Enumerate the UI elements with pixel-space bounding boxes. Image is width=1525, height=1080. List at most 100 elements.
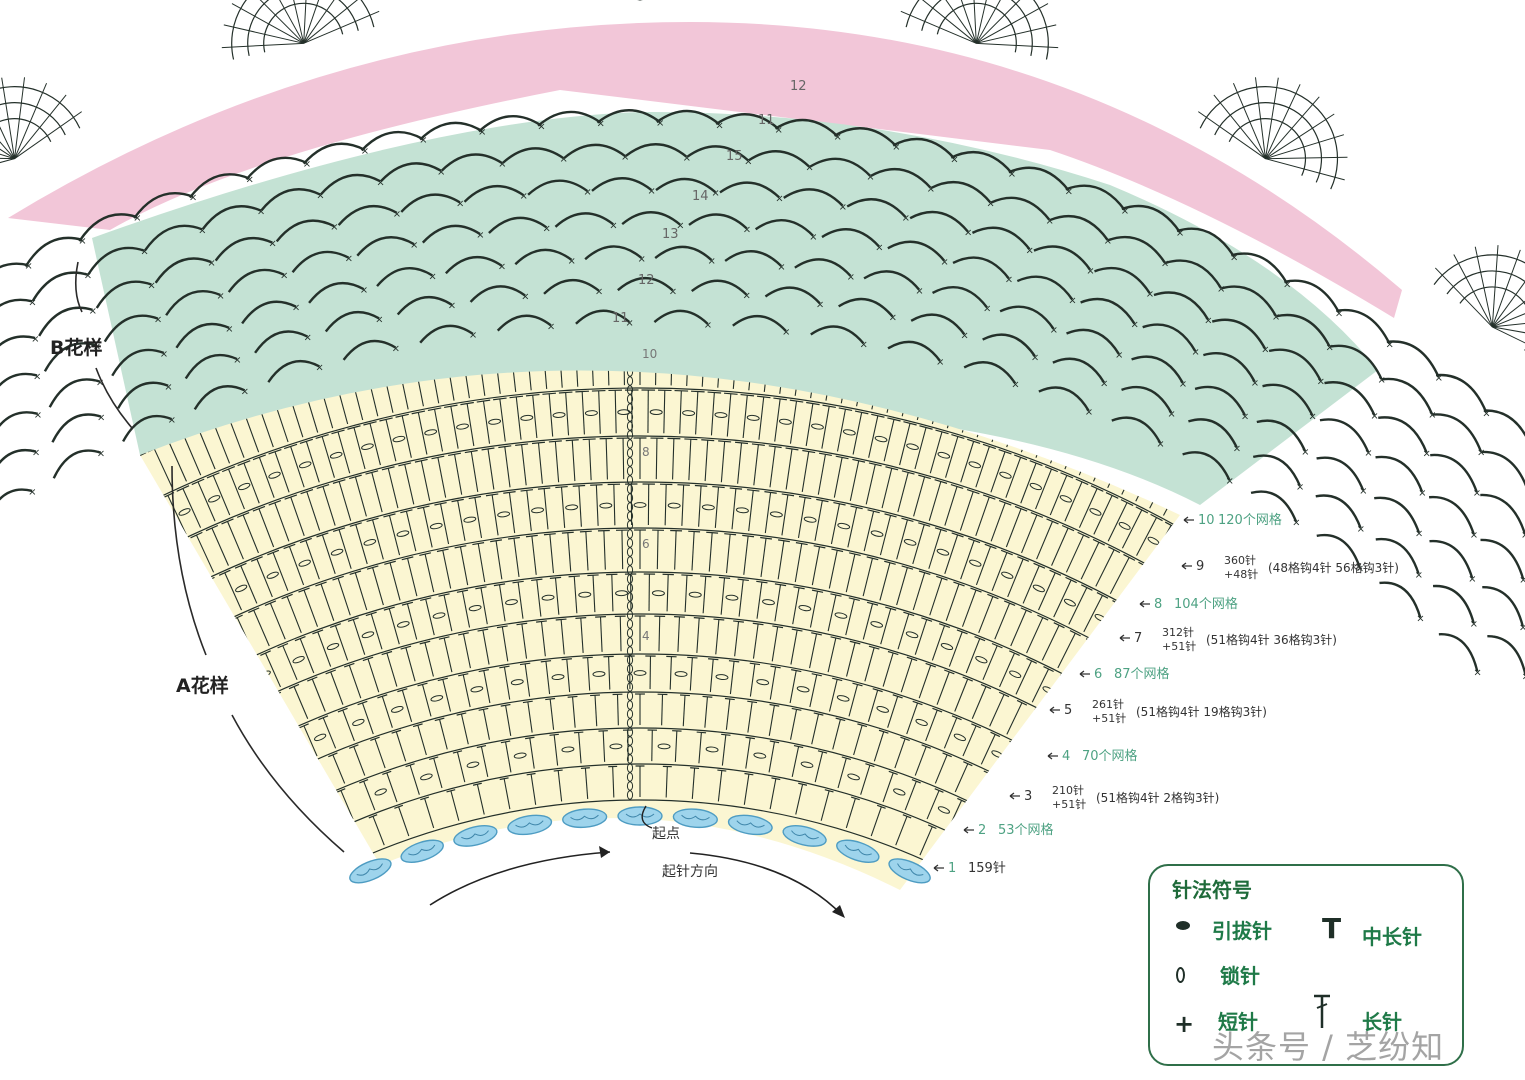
svg-text:120个网格: 120个网格 (1218, 512, 1282, 528)
svg-text:×: × (1317, 377, 1325, 388)
svg-text:×: × (1104, 236, 1112, 247)
svg-text:×: × (345, 254, 353, 265)
svg-text:×: × (1115, 350, 1123, 361)
svg-text:×: × (1470, 530, 1478, 541)
svg-text:×: × (361, 146, 369, 157)
svg-text:53个网格: 53个网格 (998, 822, 1054, 838)
svg-text:×: × (154, 315, 162, 326)
svg-text:×: × (547, 321, 555, 332)
svg-text:70个网格: 70个网格 (1082, 748, 1138, 764)
svg-text:×: × (28, 487, 36, 498)
svg-text:×: × (1335, 308, 1343, 319)
svg-text:×: × (1156, 439, 1164, 450)
svg-text:×: × (34, 410, 42, 421)
svg-text:×: × (78, 236, 86, 247)
svg-text:×: × (1473, 667, 1481, 678)
svg-text:×: × (704, 320, 712, 331)
svg-text:×: × (93, 341, 101, 352)
svg-text:×: × (1011, 379, 1019, 390)
center-row-number: 6 (642, 537, 650, 551)
svg-text:×: × (743, 291, 751, 302)
svg-text:×: × (1308, 412, 1316, 423)
svg-text:×: × (469, 330, 477, 341)
svg-text:(48格钩4针 56格钩3针): (48格钩4针 56格钩3针) (1268, 560, 1399, 575)
svg-text:×: × (537, 122, 545, 133)
svg-text:×: × (1283, 279, 1291, 290)
svg-text:×: × (1100, 379, 1108, 390)
svg-text:×: × (476, 230, 484, 241)
svg-text:6: 6 (1094, 667, 1102, 682)
svg-text:×: × (936, 357, 944, 368)
svg-text:×: × (207, 258, 215, 269)
svg-text:×: × (448, 301, 456, 312)
svg-text:×: × (1241, 411, 1249, 422)
direction-label: 起针方向 (662, 864, 718, 880)
svg-text:×: × (1272, 312, 1280, 323)
svg-text:×: × (1468, 574, 1476, 585)
svg-text:9: 9 (1196, 559, 1204, 574)
svg-text:×: × (1050, 325, 1058, 336)
start-point-label: 起点 (652, 826, 680, 842)
svg-text:×: × (428, 271, 436, 282)
b-bracket-arc-bottom (95, 367, 133, 429)
b-row-number: 13 (662, 227, 679, 242)
svg-text:×: × (419, 135, 427, 146)
svg-text:×: × (360, 285, 368, 296)
b-row-number: 14 (692, 189, 709, 204)
a-bracket-arc-bottom (231, 714, 345, 853)
svg-text:×: × (160, 349, 168, 360)
direction-arrow-left-head (599, 846, 610, 858)
svg-text:210针: 210针 (1052, 783, 1084, 797)
svg-text:×: × (437, 167, 445, 178)
svg-text:×: × (1385, 340, 1393, 351)
svg-text:×: × (225, 324, 233, 335)
stitch-layer: × × × × × × × × × × × × × × × × × × × × × × × × × × × × × × × × × × × × × × × ×… (0, 0, 1525, 890)
svg-text:×: × (1364, 448, 1372, 459)
svg-text:×: × (568, 256, 576, 267)
svg-text:×: × (1167, 409, 1175, 420)
svg-text:×: × (1217, 284, 1225, 295)
svg-text:×: × (1008, 169, 1016, 180)
svg-text:×: × (393, 209, 401, 220)
legend-single-crochet: 短针 (1218, 1010, 1258, 1034)
svg-text:×: × (1005, 274, 1013, 285)
svg-text:×: × (927, 184, 935, 195)
svg-text:×: × (1416, 613, 1424, 624)
svg-text:×: × (1065, 186, 1073, 197)
svg-text:×: × (859, 339, 867, 350)
svg-text:×: × (676, 221, 684, 232)
svg-text:(51格钩4针 19格钩3针): (51格钩4针 19格钩3针) (1136, 704, 1267, 719)
svg-text:×: × (1086, 266, 1094, 277)
svg-text:×: × (1121, 206, 1129, 217)
svg-text:×: × (1473, 488, 1481, 499)
svg-text:104个网格: 104个网格 (1174, 596, 1238, 612)
b-row-number: 11 (758, 113, 775, 128)
svg-text:312针: 312针 (1162, 625, 1194, 639)
svg-text:×: × (621, 152, 629, 163)
svg-text:×: × (647, 186, 655, 197)
svg-text:×: × (164, 382, 172, 393)
svg-text:×: × (257, 207, 265, 218)
svg-text:×: × (1415, 529, 1423, 540)
svg-text:×: × (744, 156, 752, 167)
svg-text:×: × (1357, 524, 1365, 535)
svg-text:×: × (96, 378, 104, 389)
b-bracket-arc-top (74, 261, 83, 313)
svg-text:+51针: +51针 (1052, 797, 1086, 811)
svg-text:2: 2 (978, 823, 986, 838)
svg-text:×: × (543, 223, 551, 234)
svg-text:159针: 159针 (968, 861, 1006, 876)
svg-text:×: × (1085, 407, 1093, 418)
single-crochet-icon: + (1174, 1010, 1195, 1038)
a-pattern-label: A花样 (176, 674, 229, 697)
stitch-legend: 针法符号 引拔针 T 中长针 锁针 + 短针 长针 (1148, 864, 1464, 1066)
svg-text:×: × (875, 243, 883, 254)
svg-text:360针: 360针 (1224, 553, 1256, 567)
svg-text:×: × (595, 287, 603, 298)
svg-text:×: × (809, 232, 817, 243)
svg-text:×: × (1521, 530, 1525, 541)
